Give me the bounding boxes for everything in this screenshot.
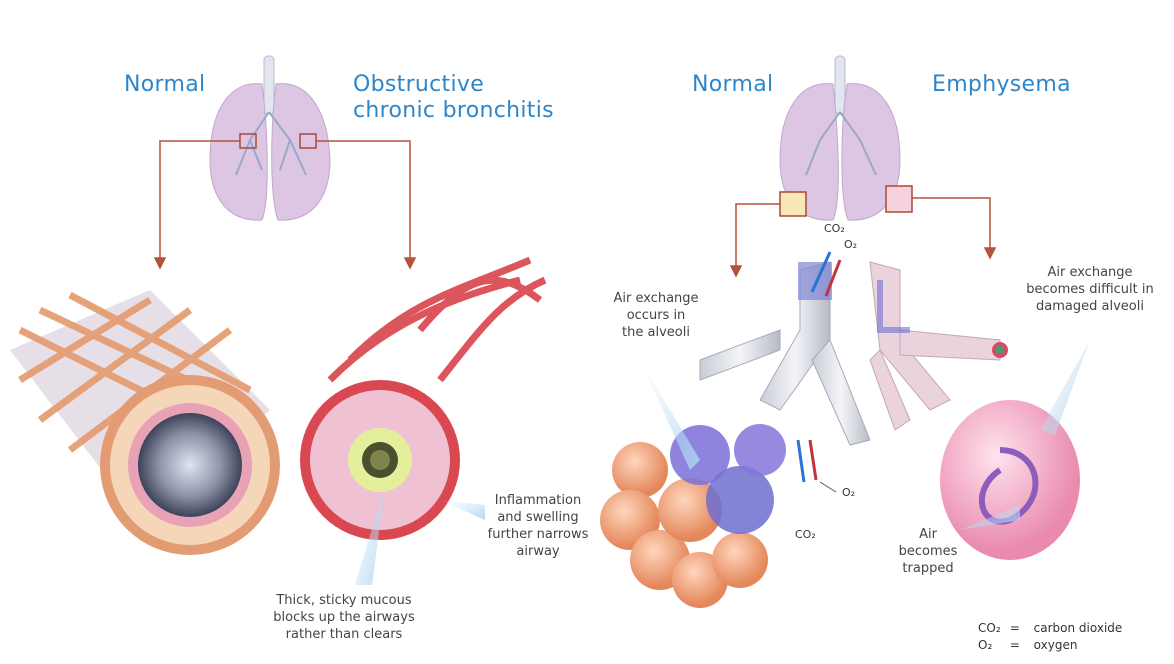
legend-row: CO₂ = carbon dioxide bbox=[978, 620, 1122, 637]
legend-equals: = bbox=[1010, 637, 1030, 654]
note-inflammation-line: airway bbox=[478, 543, 598, 560]
gas-label-o2-top: O₂ bbox=[844, 238, 857, 251]
heading-normal-right: Normal bbox=[692, 72, 773, 98]
legend-symbol: O₂ bbox=[978, 637, 1006, 654]
legend-meaning: carbon dioxide bbox=[1034, 620, 1123, 637]
legend-equals: = bbox=[1010, 620, 1030, 637]
callout-beam-difficult bbox=[1040, 340, 1090, 435]
note-trapped-line: Air bbox=[888, 526, 968, 543]
note-air-trapped: Air becomes trapped bbox=[888, 526, 968, 577]
note-inflammation-line: Inflammation bbox=[478, 492, 598, 509]
heading-obstructive-line2: chronic bronchitis bbox=[353, 98, 554, 124]
normal-bronchiole-illustration bbox=[700, 262, 870, 445]
heading-obstructive-line1: Obstructive bbox=[353, 72, 484, 98]
heading-emphysema: Emphysema bbox=[932, 72, 1071, 98]
note-difficult-line: Air exchange bbox=[1010, 264, 1170, 281]
note-difficult-line: becomes difficult in bbox=[1010, 281, 1170, 298]
lungs-illustration-left bbox=[210, 56, 330, 220]
note-mucous: Thick, sticky mucous blocks up the airwa… bbox=[244, 592, 444, 643]
legend: CO₂ = carbon dioxide O₂ = oxygen bbox=[978, 620, 1122, 654]
note-exchange-line: occurs in bbox=[596, 307, 716, 324]
note-mucous-line: blocks up the airways bbox=[244, 609, 444, 626]
legend-meaning: oxygen bbox=[1034, 637, 1078, 654]
note-air-exchange-difficult: Air exchange becomes difficult in damage… bbox=[1010, 264, 1170, 315]
note-air-exchange-normal: Air exchange occurs in the alveoli bbox=[596, 290, 716, 341]
normal-airway-illustration bbox=[10, 290, 280, 555]
lungs-illustration-right bbox=[780, 56, 912, 220]
heading-normal-left: Normal bbox=[124, 72, 205, 98]
legend-symbol: CO₂ bbox=[978, 620, 1006, 637]
note-trapped-line: becomes bbox=[888, 543, 968, 560]
note-inflammation-line: and swelling bbox=[478, 509, 598, 526]
note-mucous-line: Thick, sticky mucous bbox=[244, 592, 444, 609]
note-exchange-line: Air exchange bbox=[596, 290, 716, 307]
gas-label-co2-top: CO₂ bbox=[824, 222, 845, 235]
note-trapped-line: trapped bbox=[888, 560, 968, 577]
note-difficult-line: damaged alveoli bbox=[1010, 298, 1170, 315]
note-mucous-line: rather than clears bbox=[244, 626, 444, 643]
note-exchange-line: the alveoli bbox=[596, 324, 716, 341]
gas-label-o2-bottom: O₂ bbox=[842, 486, 855, 499]
legend-row: O₂ = oxygen bbox=[978, 637, 1122, 654]
gas-label-co2-bottom: CO₂ bbox=[795, 528, 816, 541]
note-inflammation: Inflammation and swelling further narrow… bbox=[478, 492, 598, 560]
note-inflammation-line: further narrows bbox=[478, 526, 598, 543]
gas-label-line bbox=[820, 482, 836, 492]
